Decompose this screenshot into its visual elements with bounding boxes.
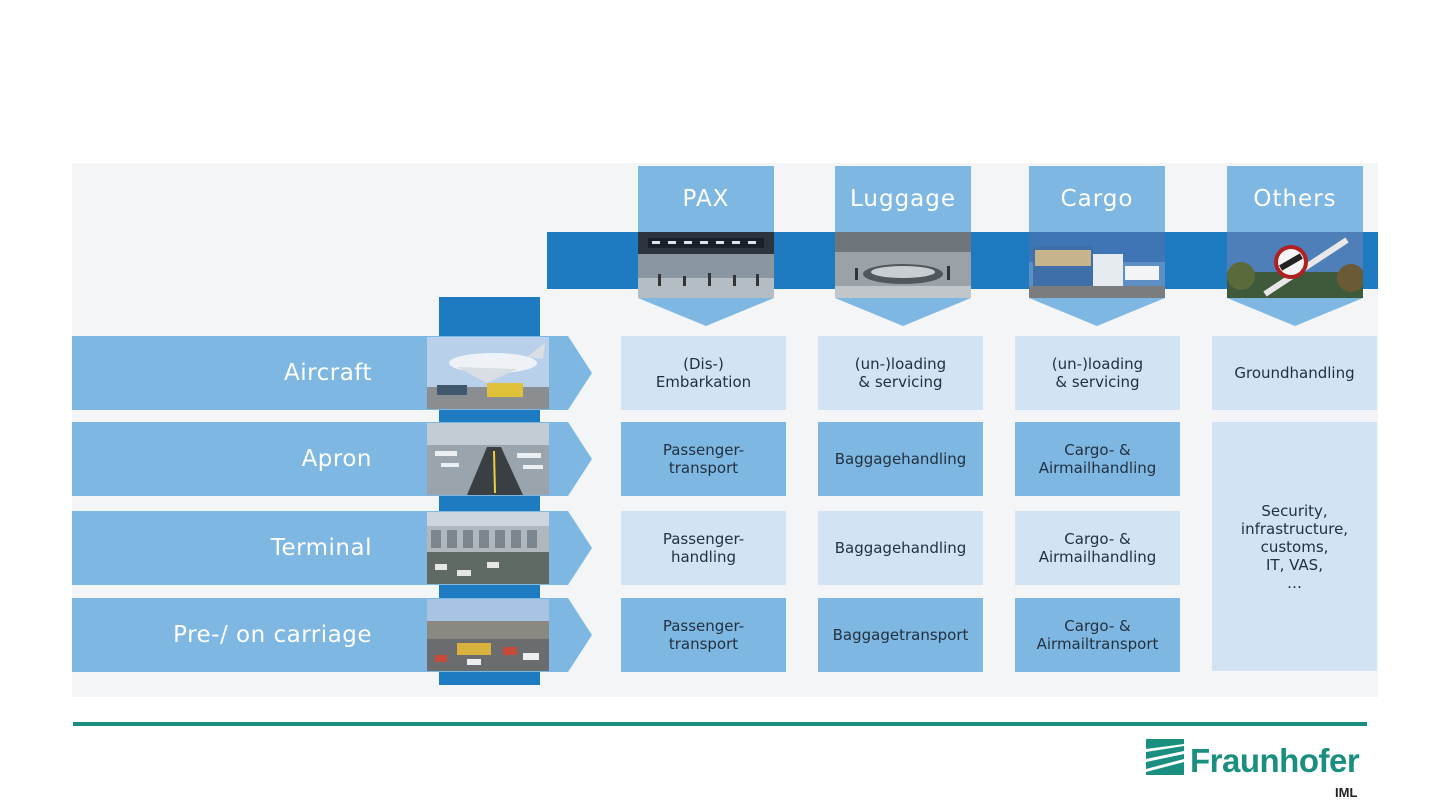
column-pax: PAX (638, 166, 774, 326)
row-aircraft-label: Aircraft (284, 360, 372, 386)
carriage-photo (427, 599, 549, 671)
row-carriage-label: Pre-/ on carriage (173, 622, 372, 648)
column-luggage: Luggage (835, 166, 971, 326)
row-apron-label: Apron (301, 446, 372, 472)
cell-aircraft-cargo: (un-)loading & servicing (1015, 336, 1180, 410)
cell-terminal-cargo: Cargo- & Airmailhandling (1015, 511, 1180, 585)
column-cargo: Cargo (1029, 166, 1165, 326)
column-cargo-arrow (1029, 298, 1165, 326)
apron-photo (427, 423, 549, 495)
row-terminal-label: Terminal (270, 535, 372, 561)
cell-aircraft-others: Groundhandling (1212, 336, 1377, 410)
cell-terminal-luggage: Baggagehandling (818, 511, 983, 585)
customs-sign-photo (1227, 232, 1363, 298)
terminal-photo (427, 512, 549, 584)
airport-hall-photo (638, 232, 774, 298)
column-pax-arrow (638, 298, 774, 326)
column-pax-label: PAX (638, 166, 774, 232)
aircraft-photo (427, 337, 549, 409)
column-luggage-label: Luggage (835, 166, 971, 232)
column-others: Others (1227, 166, 1363, 326)
fraunhofer-logo-sub: IML (1335, 785, 1358, 800)
baggage-claim-photo (835, 232, 971, 298)
cell-carriage-pax: Passenger- transport (621, 598, 786, 672)
cell-carriage-luggage: Baggagetransport (818, 598, 983, 672)
column-cargo-label: Cargo (1029, 166, 1165, 232)
fraunhofer-logo-text: Fraunhofer (1190, 742, 1360, 779)
fraunhofer-logo-icon (1146, 739, 1184, 775)
cell-apron-cargo: Cargo- & Airmailhandling (1015, 422, 1180, 496)
cell-apron-luggage: Baggagehandling (818, 422, 983, 496)
cell-terminal-pax: Passenger- handling (621, 511, 786, 585)
cell-aircraft-pax: (Dis-) Embarkation (621, 336, 786, 410)
cell-others-merged: Security, infrastructure, customs, IT, V… (1212, 422, 1377, 671)
footer-divider (73, 722, 1367, 726)
cell-aircraft-luggage: (un-)loading & servicing (818, 336, 983, 410)
cargo-loading-photo (1029, 232, 1165, 298)
column-others-label: Others (1227, 166, 1363, 232)
cell-carriage-cargo: Cargo- & Airmailtransport (1015, 598, 1180, 672)
cell-apron-pax: Passenger- transport (621, 422, 786, 496)
column-luggage-arrow (835, 298, 971, 326)
column-others-arrow (1227, 298, 1363, 326)
